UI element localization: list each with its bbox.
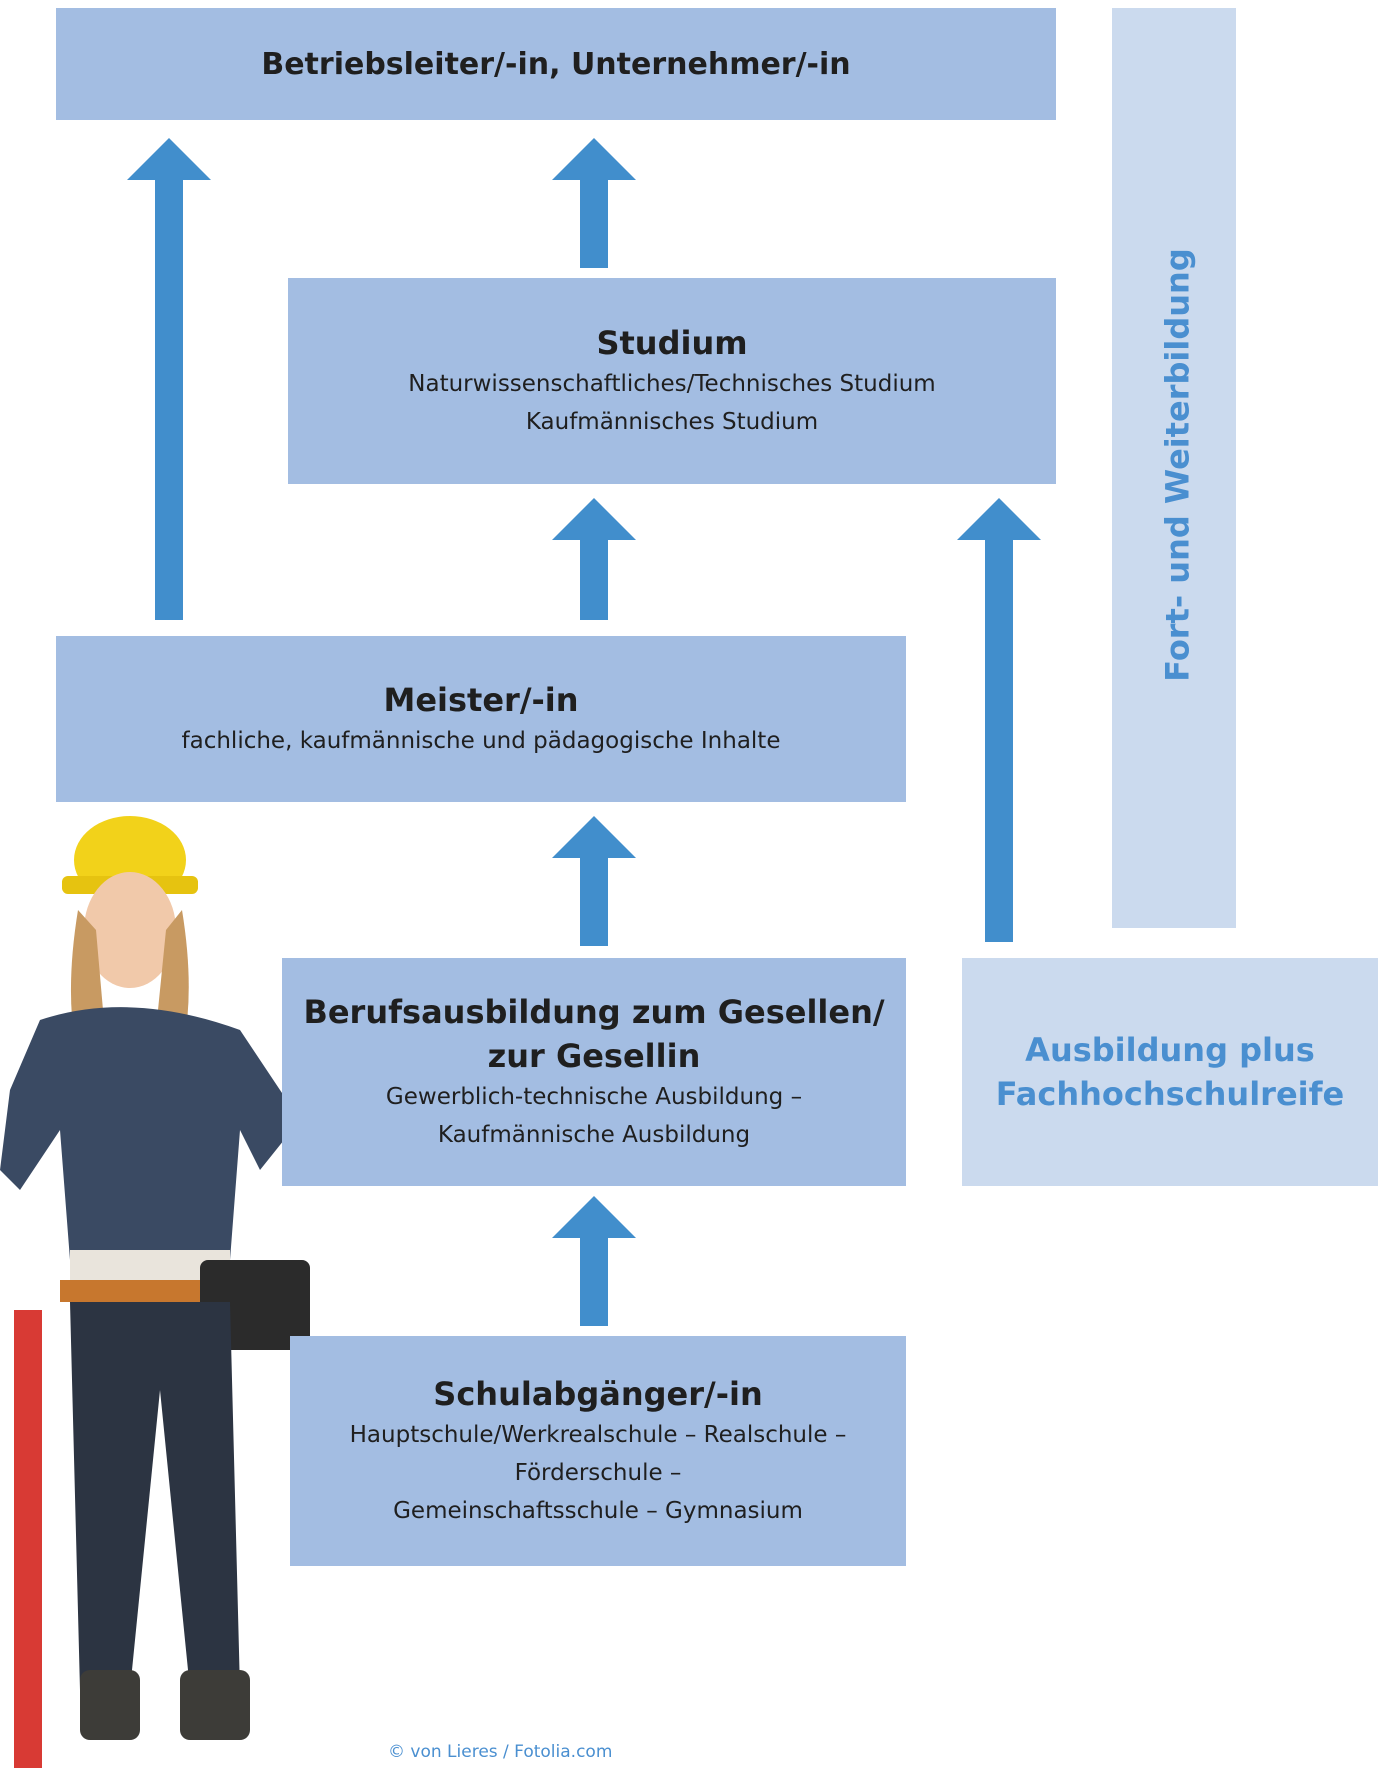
box-plus-line-2: Fachhochschulreife [995, 1075, 1345, 1113]
arrow-studium-to-top [552, 138, 636, 268]
arrow-meister-to-studium [552, 498, 636, 620]
box-plus-line-1: Ausbildung plus [1025, 1031, 1315, 1069]
photo-credit: © von Lieres / Fotolia.com [388, 1742, 613, 1762]
box-betriebsleiter: Betriebsleiter/-in, Unternehmer/-in [56, 8, 1056, 120]
box-ausbildung-plus: Ausbildung plus Fachhochschulreife [962, 958, 1378, 1186]
box-schulabgaenger: Schulabgänger/-in Hauptschule/Werkrealsc… [290, 1336, 906, 1566]
box-studium-line-1: Naturwissenschaftliches/Technisches Stud… [408, 371, 936, 397]
box-schule-line-3: Gemeinschaftsschule – Gymnasium [393, 1498, 803, 1524]
worker-figure-image [0, 816, 310, 1768]
box-schule-line-2: Förderschule – [514, 1460, 682, 1486]
box-beruf-line-2: Kaufmännische Ausbildung [437, 1122, 751, 1148]
box-beruf-line-1: Gewerblich-technische Ausbildung – [385, 1084, 803, 1110]
side-bar-fortbildung [1112, 8, 1236, 928]
arrow-plus-to-studium [957, 498, 1041, 942]
box-meister-title: Meister/-in [383, 681, 579, 719]
box-berufsausbildung: Berufsausbildung zum Gesellen/ zur Gesel… [282, 958, 906, 1186]
box-studium-title: Studium [596, 324, 748, 362]
side-label: Fort- und Weiterbildung [1159, 248, 1198, 682]
box-studium-line-2: Kaufmännisches Studium [525, 409, 819, 435]
box-beruf-title-line-1: Berufsausbildung zum Gesellen/ [303, 993, 885, 1031]
box-studium: Studium Naturwissenschaftliches/Technisc… [288, 278, 1056, 484]
box-schule-title: Schulabgänger/-in [433, 1375, 763, 1413]
box-beruf-title-line-2: zur Gesellin [487, 1037, 701, 1075]
arrow-schule-to-beruf [552, 1196, 636, 1326]
arrow-meister-to-top [127, 138, 211, 620]
box-schule-line-1: Hauptschule/Werkrealschule – Realschule … [349, 1422, 847, 1448]
box-meister: Meister/-in fachliche, kaufmännische und… [56, 636, 906, 802]
arrow-beruf-to-meister [552, 816, 636, 946]
box-betriebsleiter-title: Betriebsleiter/-in, Unternehmer/-in [261, 46, 851, 82]
box-meister-line-1: fachliche, kaufmännische und pädagogisch… [181, 728, 781, 754]
side-label-container: Fort- und Weiterbildung [1118, 10, 1238, 920]
